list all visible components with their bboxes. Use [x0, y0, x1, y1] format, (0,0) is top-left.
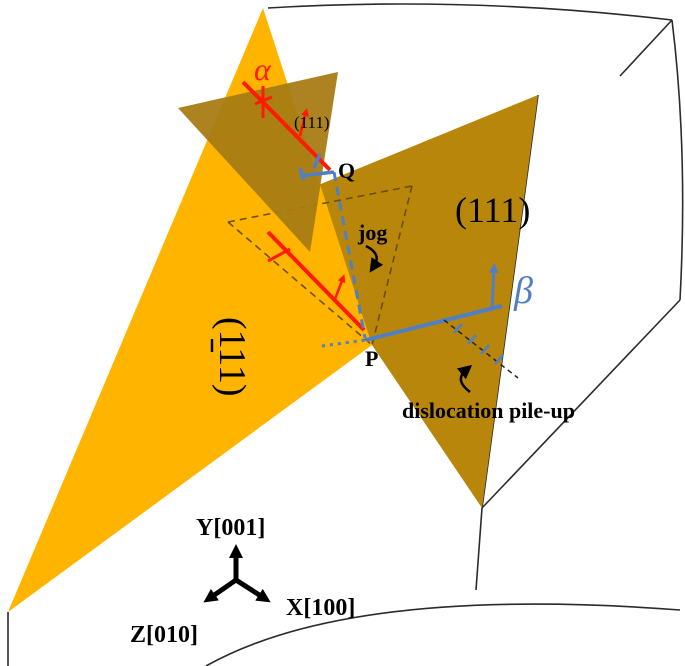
dislocation-q-segment — [298, 153, 335, 181]
label-q: Q — [338, 158, 355, 183]
jog-curved-arrow — [365, 244, 384, 273]
grain-frame — [7, 3, 684, 666]
axis-z-label: Z[010] — [130, 622, 198, 648]
axis-x-arrow — [234, 577, 271, 603]
label-pileup: dislocation pile-up — [402, 398, 575, 423]
label-alpha: α — [254, 51, 272, 87]
frame-diagonal-edge — [481, 299, 681, 509]
dislocation-alpha — [241, 80, 332, 172]
frame-top-right-edge — [619, 19, 673, 77]
axis-y-label: Y[001] — [196, 515, 265, 541]
frame-bottom-arc — [205, 603, 681, 666]
jog-line — [332, 171, 367, 339]
label-plane-111: (111) — [455, 190, 530, 230]
dislocation-gamma — [266, 230, 366, 332]
pileup-curved-arrow — [456, 364, 473, 393]
axis-z-arrow — [203, 577, 238, 603]
plane-small-111 — [178, 72, 338, 252]
label-beta: β — [513, 270, 533, 312]
coordinate-axes — [203, 544, 271, 603]
intersection-dashed-outline — [227, 185, 413, 346]
label-p: P — [365, 346, 378, 371]
frame-vertical-edge — [475, 507, 483, 591]
dislocation-beta — [365, 263, 503, 342]
frame-right-arc — [671, 19, 684, 301]
label-plane-111bar: (111) — [211, 317, 253, 397]
label-jog: jog — [357, 220, 387, 245]
dislocation-pileup — [443, 319, 519, 379]
frame-top-arc — [267, 3, 673, 21]
axis-x-label: X[100] — [286, 595, 355, 621]
label-plane-111bar-group: (111) — [211, 317, 253, 397]
label-small-plane: (111) — [294, 113, 330, 132]
